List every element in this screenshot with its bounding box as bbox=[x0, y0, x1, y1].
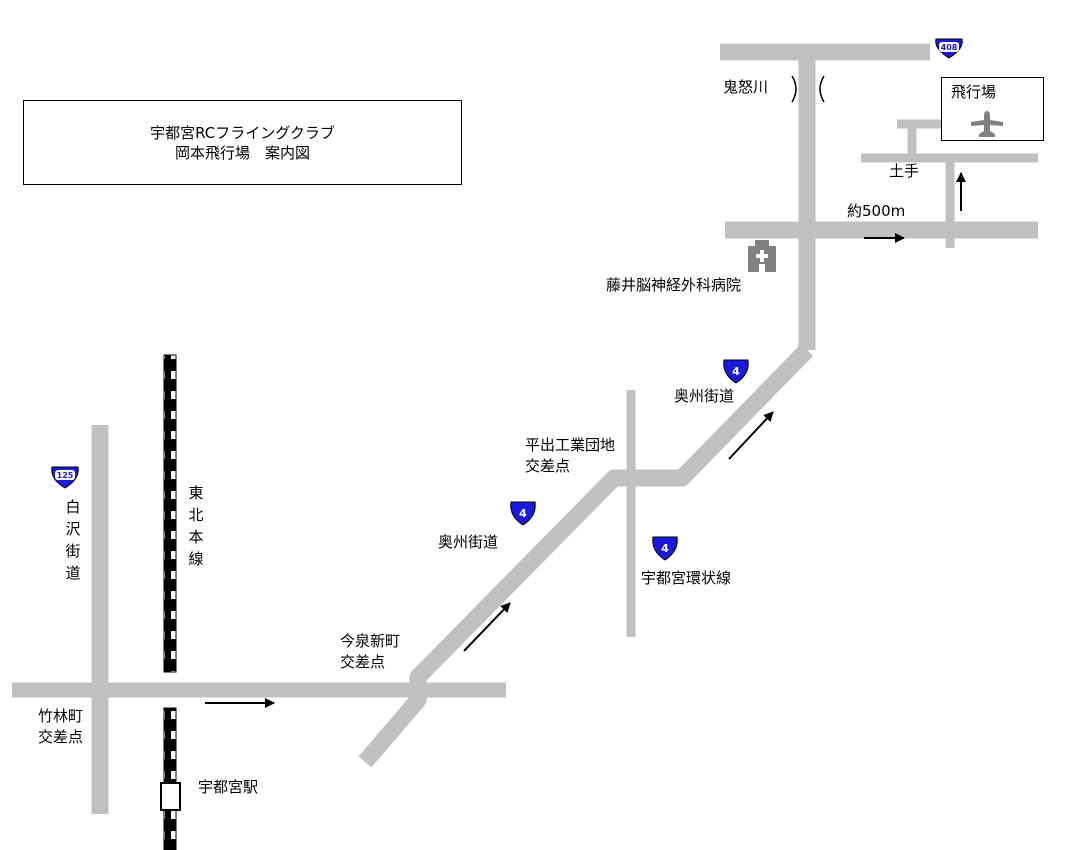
takebayashi-intersection-label-line2: 交差点 bbox=[38, 728, 84, 746]
hospital-label: 藤井脳神経外科病院 bbox=[606, 276, 742, 294]
route-arrows bbox=[205, 172, 966, 708]
railway-tohoku-line bbox=[160, 354, 181, 850]
imaizumi-intersection-label-line1: 今泉新町 bbox=[340, 632, 401, 650]
route-shield-number: 4 bbox=[519, 507, 527, 520]
station-icon bbox=[160, 782, 181, 811]
route-shield-number: 125 bbox=[57, 471, 74, 480]
embankment-label: 土手 bbox=[889, 162, 920, 180]
shirasawa-kaido-char: 沢 bbox=[65, 520, 81, 538]
river-bank-icon bbox=[791, 75, 825, 103]
tohoku-line-char: 東 bbox=[188, 484, 204, 502]
route-shield-number: 4 bbox=[661, 542, 669, 555]
route-shield-number: 408 bbox=[941, 43, 958, 52]
river-label: 鬼怒川 bbox=[723, 78, 769, 96]
route-shield-408: 408 bbox=[935, 38, 963, 59]
tohoku-line-char: 線 bbox=[188, 550, 204, 568]
hospital-icon bbox=[748, 240, 776, 272]
route-shield-number: 4 bbox=[732, 365, 740, 378]
map-title-line1: 宇都宮RCフライングクラブ bbox=[150, 124, 335, 142]
ring-road-label: 宇都宮環状線 bbox=[641, 569, 732, 587]
route-shield-icon bbox=[723, 359, 749, 384]
hiraide-intersection-label-line2: 交差点 bbox=[525, 457, 571, 475]
okushu-kaido-label-upper: 奥州街道 bbox=[674, 387, 735, 405]
imaizumi-intersection-label-line2: 交差点 bbox=[340, 653, 386, 671]
map-title-box: 宇都宮RCフライングクラブ 岡本飛行場 案内図 bbox=[23, 100, 462, 185]
hiraide-intersection-label-line1: 平出工業団地 bbox=[525, 436, 616, 454]
airplane-icon bbox=[971, 111, 1003, 137]
distance-label: 約500m bbox=[847, 202, 906, 220]
shirasawa-kaido-char: 白 bbox=[65, 498, 81, 516]
road-okushu-kaido bbox=[358, 344, 814, 768]
shirasawa-kaido-char: 街 bbox=[65, 542, 81, 560]
tohoku-line-char: 北 bbox=[188, 506, 204, 524]
route-shield-icon bbox=[510, 501, 536, 526]
takebayashi-intersection-label-line1: 竹林町 bbox=[38, 707, 84, 725]
route-shield-icon bbox=[652, 536, 678, 561]
station-label: 宇都宮駅 bbox=[198, 778, 259, 796]
tohoku-line-char: 本 bbox=[188, 528, 204, 546]
tohoku-line-label: 東 北 本 線 bbox=[187, 482, 205, 570]
shirasawa-kaido-label: 白 沢 街 道 bbox=[64, 496, 82, 584]
arrow-icon bbox=[463, 602, 511, 652]
map-title-line2: 岡本飛行場 案内図 bbox=[174, 144, 310, 162]
arrow-icon bbox=[728, 411, 774, 460]
route-shield-4-upper: 4 bbox=[723, 359, 749, 384]
shirasawa-kaido-char: 道 bbox=[65, 564, 81, 582]
route-shield-4-middle: 4 bbox=[510, 501, 536, 526]
route-shield-125: 125 bbox=[51, 466, 79, 489]
okushu-kaido-label-lower: 奥州街道 bbox=[438, 533, 499, 551]
airfield-box: 飛行場 bbox=[941, 77, 1044, 141]
airfield-label: 飛行場 bbox=[951, 83, 997, 101]
roads bbox=[12, 43, 1038, 814]
route-shield-4-ring: 4 bbox=[652, 536, 678, 561]
